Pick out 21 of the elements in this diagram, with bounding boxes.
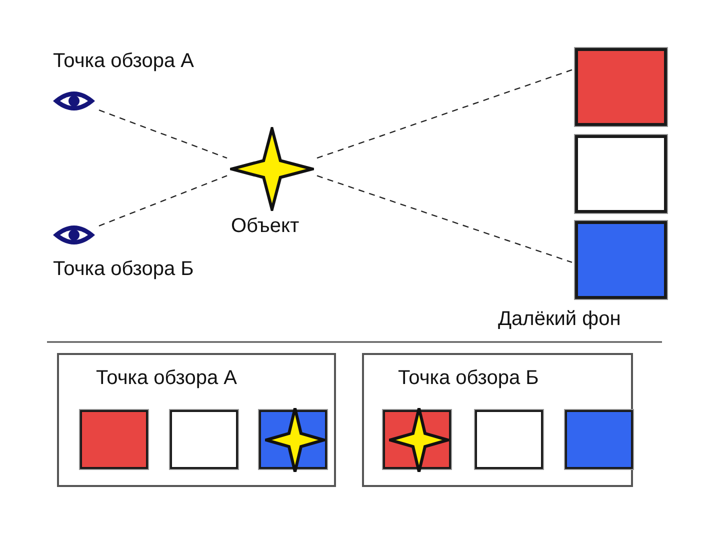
panel-title: Точка обзора Б: [398, 367, 539, 390]
sight-line: [316, 69, 572, 159]
view-panel: [362, 353, 633, 487]
square: [575, 48, 667, 126]
viewpoint-label: Точка обзора Б: [53, 258, 194, 281]
panel-title: Точка обзора А: [96, 367, 237, 390]
square: [80, 410, 148, 469]
sight-line: [98, 110, 228, 159]
square: [259, 410, 327, 469]
square: [383, 410, 451, 469]
sight-line: [98, 175, 228, 226]
object-label: Объект: [231, 215, 300, 238]
view-panel: [57, 353, 336, 487]
square: [170, 410, 238, 469]
sight-line: [316, 175, 572, 263]
viewpoint-label: Точка обзора А: [53, 50, 194, 73]
square: [475, 410, 543, 469]
square: [575, 135, 667, 213]
square: [575, 221, 667, 299]
square: [565, 410, 633, 469]
background-label: Далёкий фон: [498, 308, 621, 331]
